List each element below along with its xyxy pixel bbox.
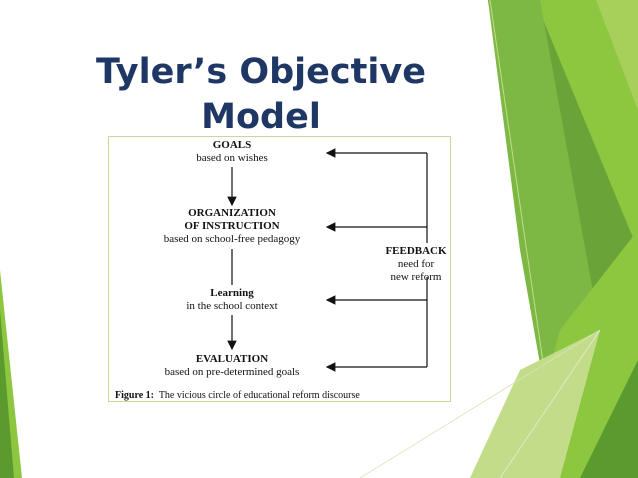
figure-caption-label: Figure 1:	[115, 390, 154, 401]
feedback-line3: new reform	[390, 271, 442, 283]
diagram-arrows	[227, 148, 428, 372]
slide-title-line1: Tyler’s Objective	[96, 52, 426, 92]
goals-subtitle: based on wishes	[196, 152, 268, 164]
right-accent-shape-top	[535, 0, 638, 250]
right-accent-shape-bottom	[580, 360, 638, 478]
right-accent-line-3	[359, 329, 601, 478]
organization-title-line2: OF INSTRUCTION	[184, 220, 280, 232]
evaluation-subtitle: based on pre-determined goals	[164, 366, 300, 378]
right-accent-shape-corner	[596, 0, 638, 110]
learning-title: Learning	[210, 287, 254, 299]
organization-title-line1: ORGANIZATION	[188, 207, 276, 219]
organization-subtitle: based on school-free pedagogy	[163, 233, 301, 245]
figure-caption: Figure 1: The vicious circle of educatio…	[115, 390, 360, 401]
evaluation-title: EVALUATION	[195, 353, 269, 365]
right-accent-line	[489, 0, 561, 478]
feedback-title: FEEDBACK	[385, 245, 447, 257]
figure-panel: GOALS based on wishes ORGANIZATION OF IN…	[108, 136, 451, 402]
feedback-line2: need for	[397, 258, 435, 270]
goals-title: GOALS	[212, 139, 252, 151]
right-accent-shape-light	[470, 330, 600, 478]
learning-subtitle: in the school context	[186, 300, 278, 312]
figure-caption-text: The vicious circle of educational reform…	[158, 390, 360, 401]
slide-title: Tyler’s Objective Model	[86, 50, 436, 140]
left-accent-shape-dark	[0, 310, 14, 478]
slide-title-line2: Model	[201, 97, 321, 137]
right-accent-line-2	[499, 329, 601, 478]
